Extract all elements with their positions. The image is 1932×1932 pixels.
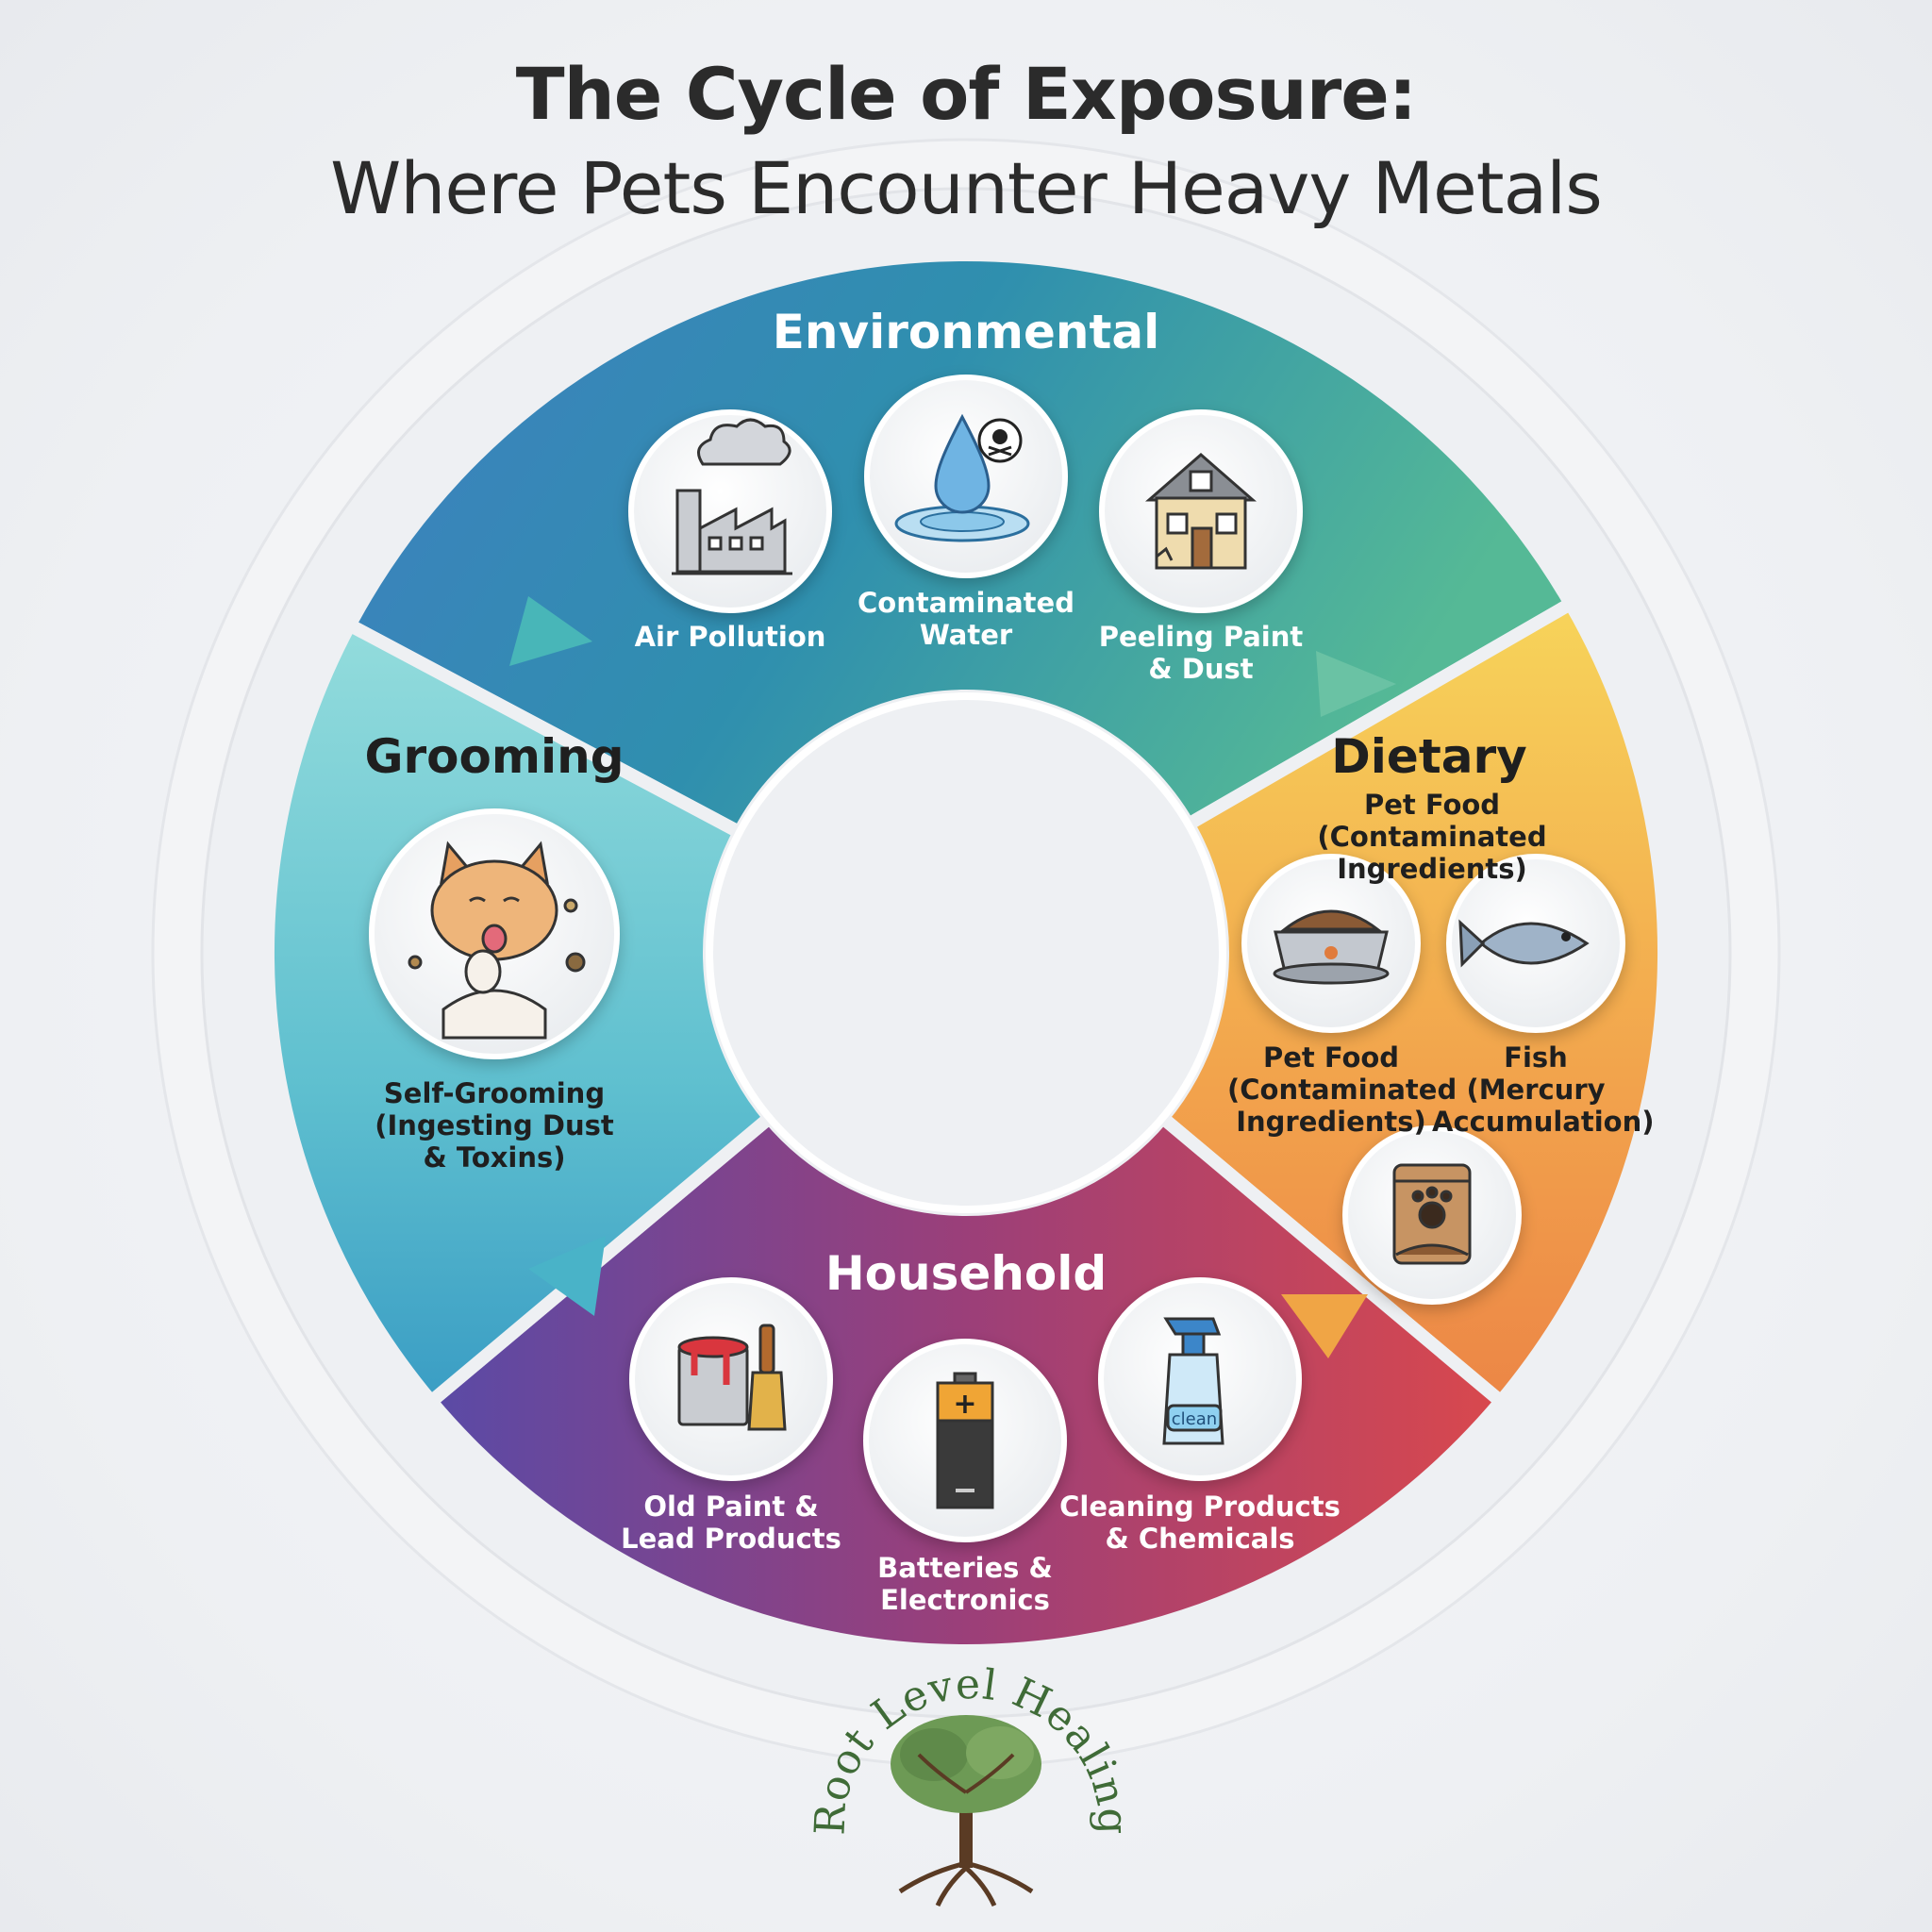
section-title-dietary: Dietary [1331, 729, 1527, 784]
title-line-1: The Cycle of Exposure: [515, 52, 1417, 136]
title-line-2: Where Pets Encounter Heavy Metals [330, 146, 1603, 230]
logo-tree-icon [891, 1715, 1041, 1907]
dietary-subtitle: Pet Food (Contaminated Ingredients) [1317, 789, 1547, 885]
damaged-house-icon [1145, 453, 1257, 570]
item-pet-food: Pet Food (Contaminated Ingredients) [1227, 1041, 1457, 1138]
item-batteries: Batteries & Electronics [877, 1552, 1053, 1616]
item-peeling-paint: Peeling Paint & Dust [1098, 621, 1304, 685]
arrow-household-to-grooming [528, 1236, 606, 1316]
spray-bottle-icon: clean [1162, 1317, 1224, 1445]
factory-smoke-icon [672, 418, 792, 575]
center-circle [706, 692, 1226, 1213]
item-contaminated-water: Contaminated Water [858, 587, 1074, 651]
arrow-grooming-to-environmental [509, 596, 592, 666]
section-title-household: Household [824, 1246, 1108, 1301]
arrow-dietary-to-household [1281, 1294, 1368, 1358]
item-air-pollution: Air Pollution [634, 621, 826, 653]
item-self-grooming: Self-Grooming (Ingesting Dust & Toxins) [375, 1077, 614, 1174]
item-cleaning-products: Cleaning Products & Chemicals [1059, 1491, 1341, 1555]
svg-text:+: + [953, 1388, 976, 1421]
section-title-grooming: Grooming [364, 729, 625, 784]
fish-icon [1458, 919, 1590, 968]
item-old-paint: Old Paint & Lead Products [621, 1491, 841, 1555]
pet-food-bag-icon [1392, 1163, 1472, 1265]
cat-licking-paw-icon [408, 841, 586, 1040]
section-title-environmental: Environmental [772, 305, 1160, 359]
pet-food-bowl-icon [1273, 909, 1390, 985]
page-title: The Cycle of Exposure: Where Pets Encoun… [0, 47, 1932, 236]
arrow-environmental-to-dietary [1316, 651, 1396, 717]
poison-water-drop-icon [894, 413, 1030, 542]
paint-can-brush-icon [677, 1324, 787, 1431]
battery-icon: + [936, 1372, 994, 1509]
spray-bottle-label: clean [1172, 1409, 1217, 1429]
item-fish-mercury: Fish (Mercury Accumulation) [1432, 1041, 1655, 1138]
